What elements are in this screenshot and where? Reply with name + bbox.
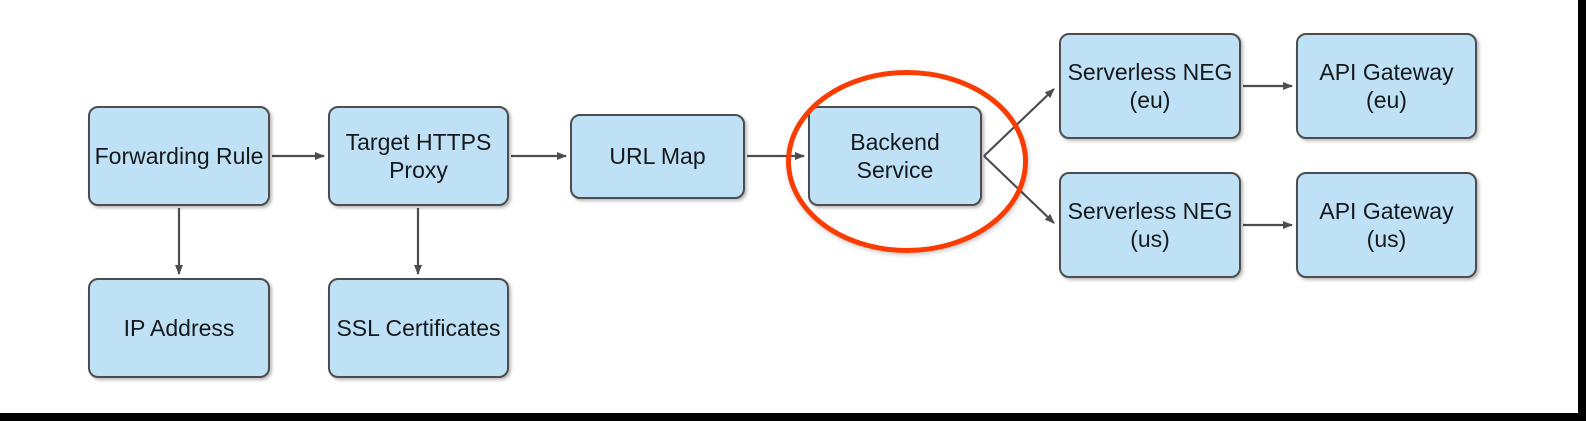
node-target-https-proxy[interactable]: Target HTTPS Proxy	[328, 106, 509, 206]
window-bottom-edge	[0, 413, 1586, 421]
node-url-map[interactable]: URL Map	[570, 114, 745, 199]
node-ip-address[interactable]: IP Address	[88, 278, 270, 378]
window-right-edge	[1578, 0, 1586, 421]
node-ssl-certificates[interactable]: SSL Certificates	[328, 278, 509, 378]
node-serverless-neg-us[interactable]: Serverless NEG (us)	[1059, 172, 1241, 278]
node-api-gateway-eu[interactable]: API Gateway (eu)	[1296, 33, 1477, 139]
node-serverless-neg-eu[interactable]: Serverless NEG (eu)	[1059, 33, 1241, 139]
node-api-gateway-us[interactable]: API Gateway (us)	[1296, 172, 1477, 278]
node-forwarding-rule[interactable]: Forwarding Rule	[88, 106, 270, 206]
backend-service-highlight-ellipse	[786, 70, 1028, 253]
